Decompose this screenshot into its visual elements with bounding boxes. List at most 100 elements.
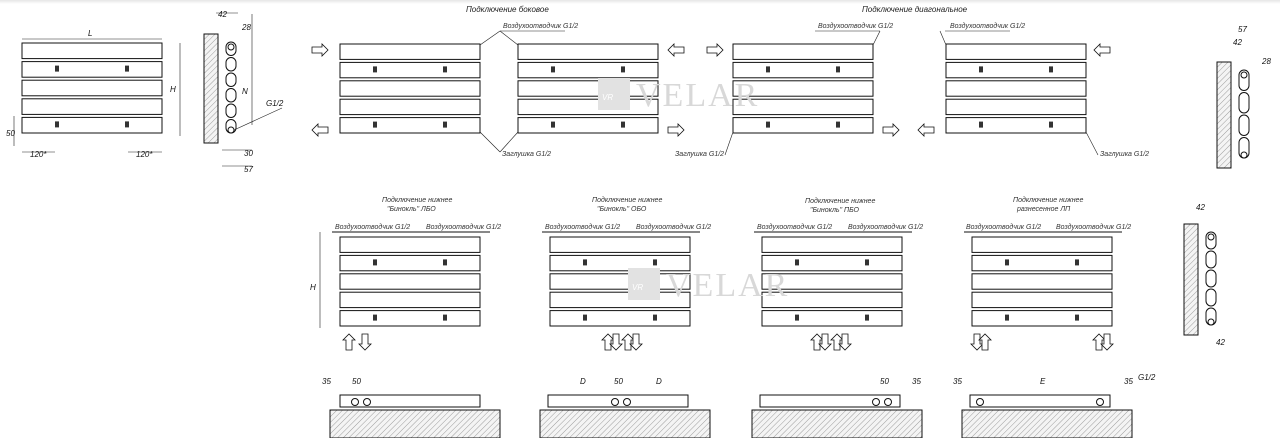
leader-line — [479, 30, 501, 46]
flow-arrow-icon — [978, 333, 992, 351]
watermark-text: VELAR — [636, 77, 759, 114]
dim-35: 35 — [953, 377, 962, 386]
dim-E: E — [1040, 377, 1046, 386]
radiator-panel — [761, 310, 903, 327]
dim-57: 57 — [244, 165, 253, 174]
bracket-icon — [443, 259, 447, 266]
bracket-icon — [443, 66, 447, 73]
leader-line — [499, 131, 519, 153]
label-plug: Заглушка G1/2 — [1100, 151, 1149, 158]
radiator-side-view — [1183, 223, 1217, 336]
dim-42: 42 — [1196, 203, 1205, 212]
radiator-panel — [945, 98, 1087, 116]
label-air-vent: Воздухоотводчик G1/2 — [503, 22, 578, 30]
dim-50: 50 — [352, 377, 361, 386]
bracket-icon — [1075, 314, 1079, 321]
dim-35: 35 — [322, 377, 331, 386]
radiator-panel — [339, 61, 481, 79]
floor-section — [329, 409, 501, 438]
bracket-icon — [979, 121, 983, 128]
leader-line — [939, 30, 947, 46]
radiator-side-connection-left — [339, 43, 481, 134]
radiator-panel — [761, 291, 903, 309]
flow-arrow-icon — [810, 333, 824, 351]
bracket-icon — [373, 121, 377, 128]
radiator-top-view — [339, 394, 481, 408]
connection-icon — [1240, 151, 1248, 159]
flow-arrow-icon — [621, 333, 635, 351]
title-bottom-obo-1: Подключение нижнее — [592, 196, 662, 204]
radiator-panel — [517, 117, 659, 134]
bracket-icon — [865, 314, 869, 321]
bracket-icon — [1049, 66, 1053, 73]
radiator-tube — [1238, 92, 1250, 114]
pipe-connection-icon — [351, 398, 359, 406]
radiator-panel — [339, 98, 481, 116]
label-air-vent: Воздухоотводчик G1/2 — [950, 22, 1025, 30]
bracket-icon — [55, 65, 59, 72]
top-shadow — [0, 0, 1280, 4]
pipe-connection-icon — [872, 398, 880, 406]
bracket-icon — [766, 121, 770, 128]
radiator-bottom-pbo — [761, 236, 903, 327]
connection-icon — [227, 43, 235, 51]
radiator-panel — [761, 236, 903, 253]
radiator-panel — [21, 98, 163, 115]
bracket-icon — [125, 121, 129, 128]
flow-arrow-icon — [311, 123, 329, 137]
flow-arrow-icon — [342, 333, 356, 351]
dim-42: 42 — [218, 10, 227, 19]
flow-arrow-icon — [311, 43, 329, 57]
radiator-tube — [225, 57, 237, 72]
label-air-vent: Воздухоотводчик G1/2 — [818, 22, 893, 30]
bracket-icon — [836, 121, 840, 128]
radiator-diagonal-left — [732, 43, 874, 134]
radiator-panel — [761, 254, 903, 272]
flow-arrow-icon — [838, 333, 852, 351]
dim-28: 28 — [241, 23, 251, 32]
dim-35: 35 — [1124, 377, 1133, 386]
wall-section — [1216, 61, 1232, 169]
bracket-icon — [373, 66, 377, 73]
bracket-icon — [443, 314, 447, 321]
bracket-icon — [583, 314, 587, 321]
flow-arrow-icon — [601, 333, 615, 351]
radiator-panel — [549, 254, 691, 272]
connection-icon — [1240, 71, 1248, 79]
radiator-panel — [971, 291, 1113, 309]
connection-icon — [1207, 318, 1215, 326]
radiator-panel — [339, 80, 481, 97]
dim-28: 28 — [1261, 57, 1271, 66]
radiator-tube — [1205, 250, 1217, 269]
radiator-tube — [1238, 114, 1250, 136]
leader-line — [724, 131, 734, 156]
wall-section — [1183, 223, 1199, 336]
radiator-panel — [21, 79, 163, 97]
floor-section — [539, 409, 711, 438]
pipe-connection-icon — [623, 398, 631, 406]
leader-line — [499, 30, 519, 46]
radiator-panel — [517, 61, 659, 79]
radiator-panel — [945, 61, 1087, 79]
pipe-connection-icon — [976, 398, 984, 406]
radiator-panel — [732, 98, 874, 116]
bracket-icon — [795, 314, 799, 321]
bracket-icon — [1005, 314, 1009, 321]
radiator-tube — [225, 88, 237, 103]
dim-g12: G1/2 — [266, 99, 284, 108]
flow-arrow-icon — [1092, 333, 1106, 351]
dim-L: L — [88, 29, 92, 38]
radiator-panel — [339, 310, 481, 327]
title-diagonal-connection: Подключение диагональное — [862, 5, 968, 14]
radiator-panel — [339, 236, 481, 253]
flow-arrow-icon — [629, 333, 643, 351]
radiator-panel — [945, 43, 1087, 60]
radiator-side-view — [1216, 61, 1250, 169]
pipe-connection-icon — [884, 398, 892, 406]
radiator-panel — [971, 310, 1113, 327]
radiator-panel — [339, 43, 481, 60]
dim-42: 42 — [1233, 38, 1242, 47]
bracket-icon — [1049, 121, 1053, 128]
flow-arrow-icon — [667, 43, 685, 57]
